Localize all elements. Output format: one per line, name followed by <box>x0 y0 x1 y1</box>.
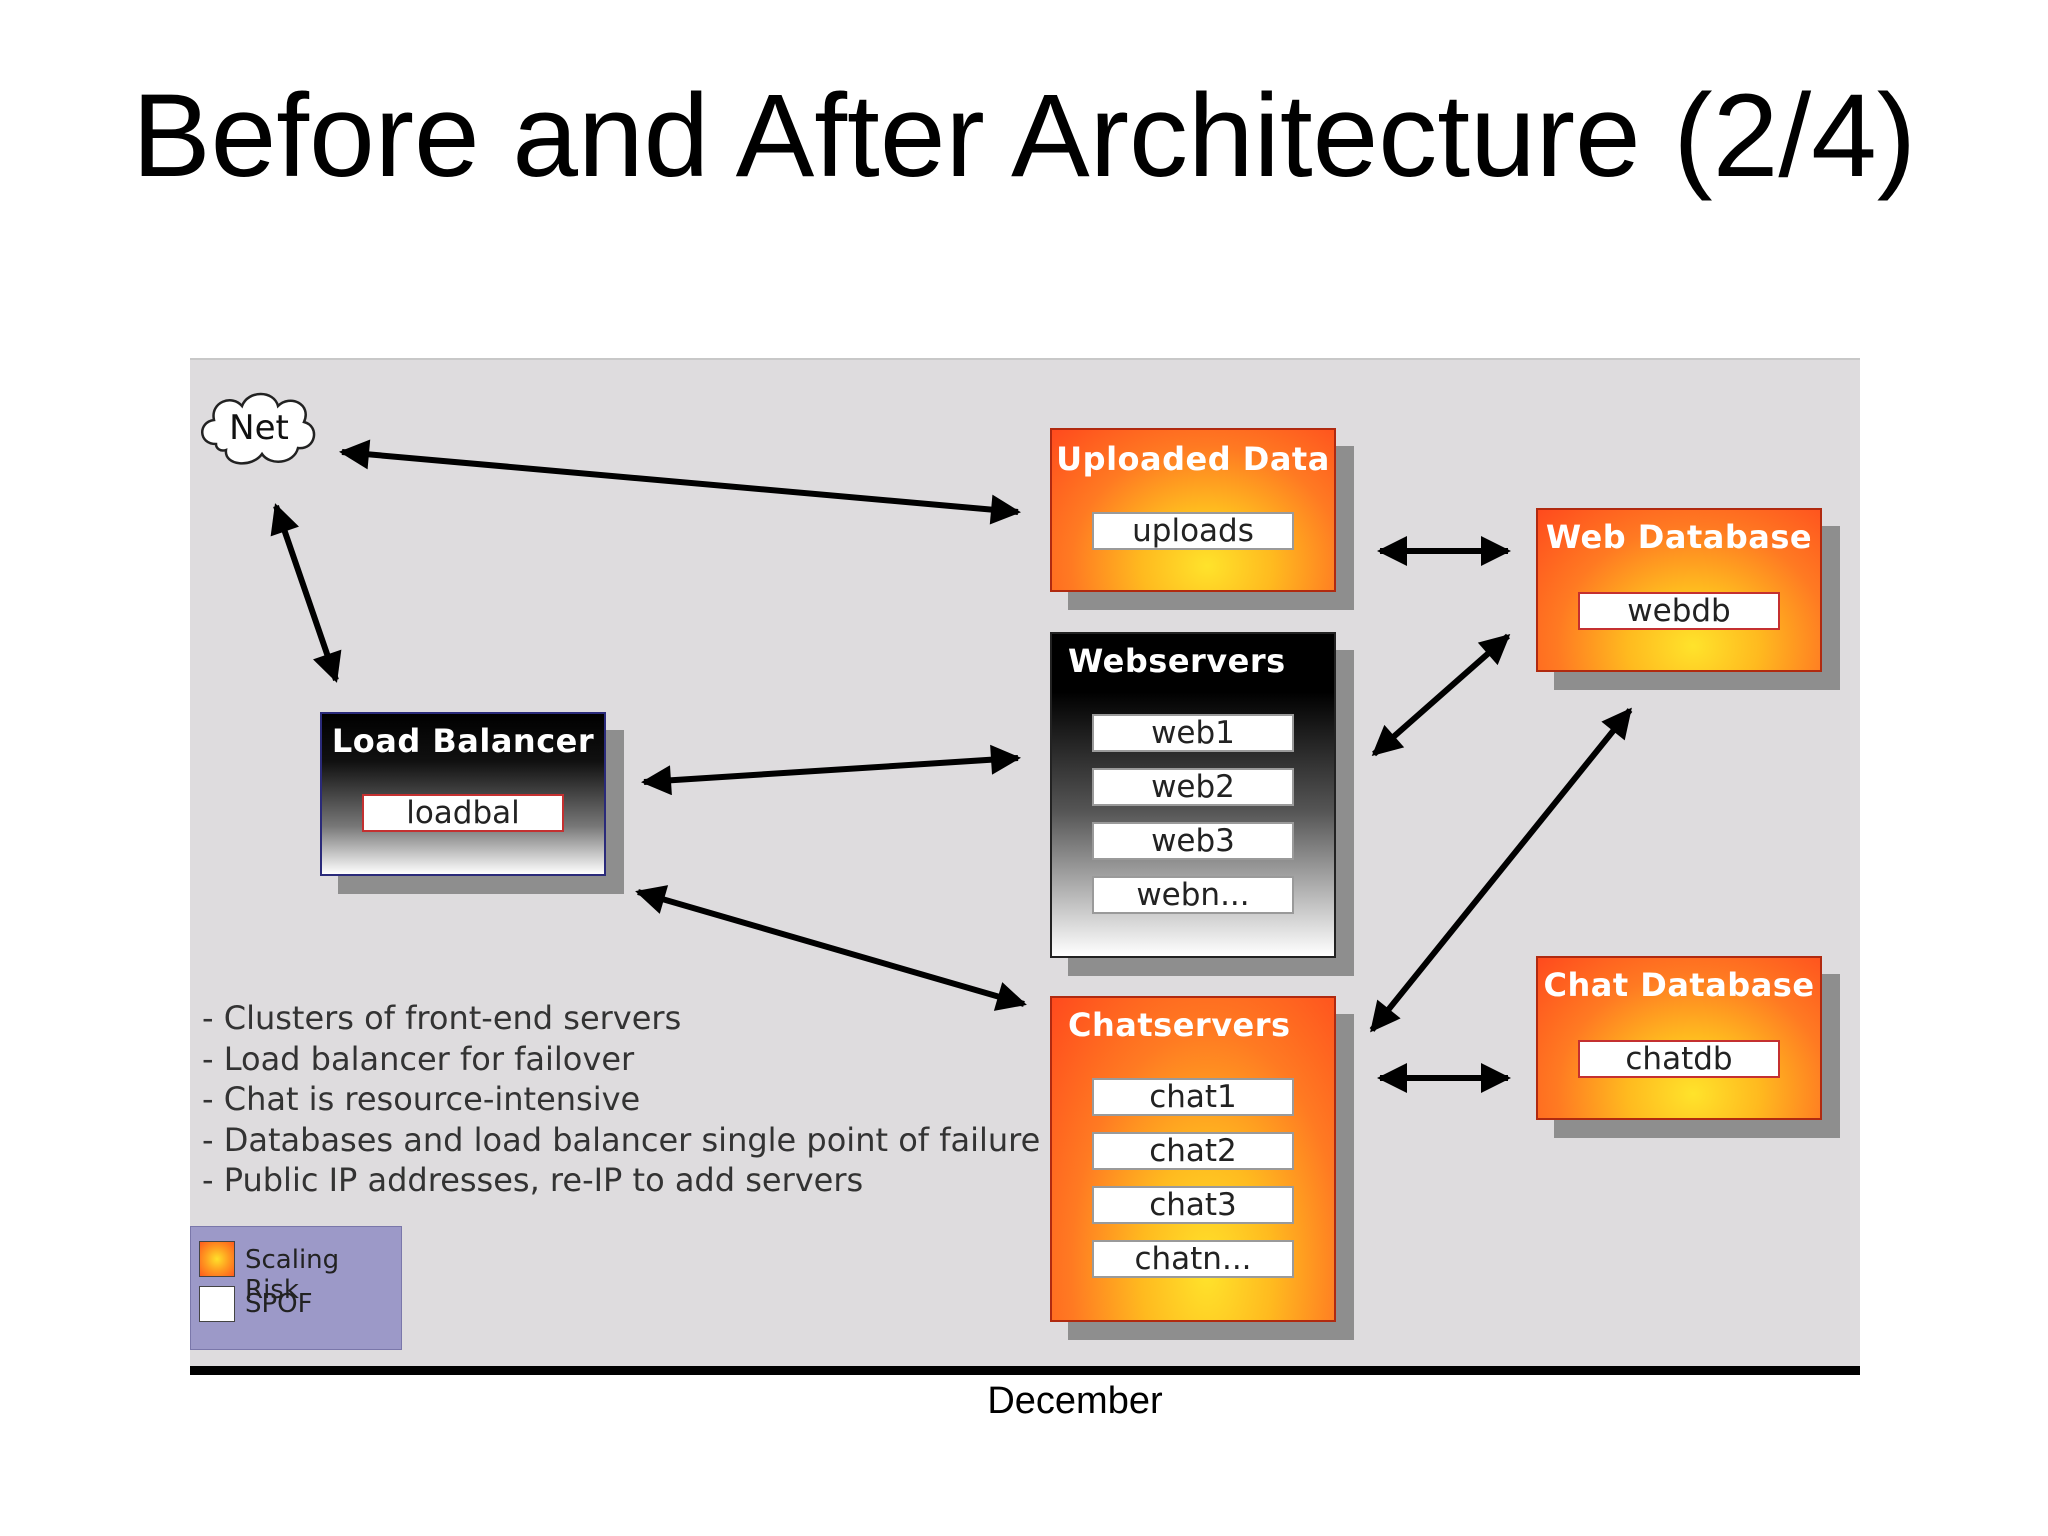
note-item: - Load balancer for failover <box>202 1039 635 1078</box>
uploaded-data-title: Uploaded Data <box>1056 440 1330 478</box>
baseline-rule <box>190 1366 1860 1375</box>
web3-chip: web3 <box>1092 822 1294 860</box>
arrow-net-loadbalancer <box>270 503 342 683</box>
chatdb-chip: chatdb <box>1578 1040 1780 1078</box>
chatn-chip: chatn... <box>1092 1240 1294 1278</box>
chat3-chip: chat3 <box>1092 1186 1294 1224</box>
scaling-risk-swatch <box>199 1241 235 1277</box>
arrow-webservers-webdb <box>1371 633 1511 757</box>
arrow-loadbalancer-chatservers <box>635 885 1027 1011</box>
net-cloud-icon <box>201 392 316 465</box>
chatservers-box: Chatservers chat1 chat2 chat3 chatn... <box>1050 996 1336 1322</box>
scaling-risk-label: Scaling Risk <box>245 1245 340 1305</box>
loadbal-chip: loadbal <box>362 794 564 832</box>
slide-title: Before and After Architecture (2/4) <box>131 70 1917 202</box>
note-item: - Clusters of front-end servers <box>202 999 682 1037</box>
chat-database-title: Chat Database <box>1543 966 1815 1004</box>
chat2-chip: chat2 <box>1092 1132 1294 1170</box>
note-item: - Chat is resource-intensive <box>202 1080 641 1118</box>
net-label: Net <box>229 408 289 448</box>
arrow-loadbalancer-webservers <box>641 744 1021 796</box>
chat1-chip: chat1 <box>1092 1078 1294 1116</box>
note-item: - Databases and load balancer single poi… <box>202 1120 1041 1159</box>
web1-chip: web1 <box>1092 714 1294 752</box>
legend: Scaling Risk SPOF <box>190 1226 402 1350</box>
web2-chip: web2 <box>1092 768 1294 806</box>
web-database-box: Web Database webdb <box>1536 508 1822 672</box>
web-database-title: Web Database <box>1545 518 1813 556</box>
arrow-net-uploads <box>339 439 1021 525</box>
note-item: - Public IP addresses, re-IP to add serv… <box>202 1161 864 1199</box>
arrow-chatservers-webdb <box>1369 707 1633 1033</box>
uploaded-data-box: Uploaded Data uploads <box>1050 428 1336 592</box>
load-balancer-title: Load Balancer <box>331 722 595 760</box>
webservers-box: Webservers web1 web2 web3 webn... <box>1050 632 1336 958</box>
uploads-chip: uploads <box>1092 512 1294 550</box>
webservers-title: Webservers <box>1068 642 1286 680</box>
webdb-chip: webdb <box>1578 592 1780 630</box>
chatservers-title: Chatservers <box>1068 1006 1291 1044</box>
chat-database-box: Chat Database chatdb <box>1536 956 1822 1120</box>
spof-swatch <box>199 1286 235 1322</box>
load-balancer-box: Load Balancer loadbal <box>320 712 606 876</box>
spof-label: SPOF <box>245 1289 313 1319</box>
notes-list: - Clusters of front-end servers - Load b… <box>202 998 1040 1201</box>
footer-date: December <box>987 1380 1163 1422</box>
webn-chip: webn... <box>1092 876 1294 914</box>
